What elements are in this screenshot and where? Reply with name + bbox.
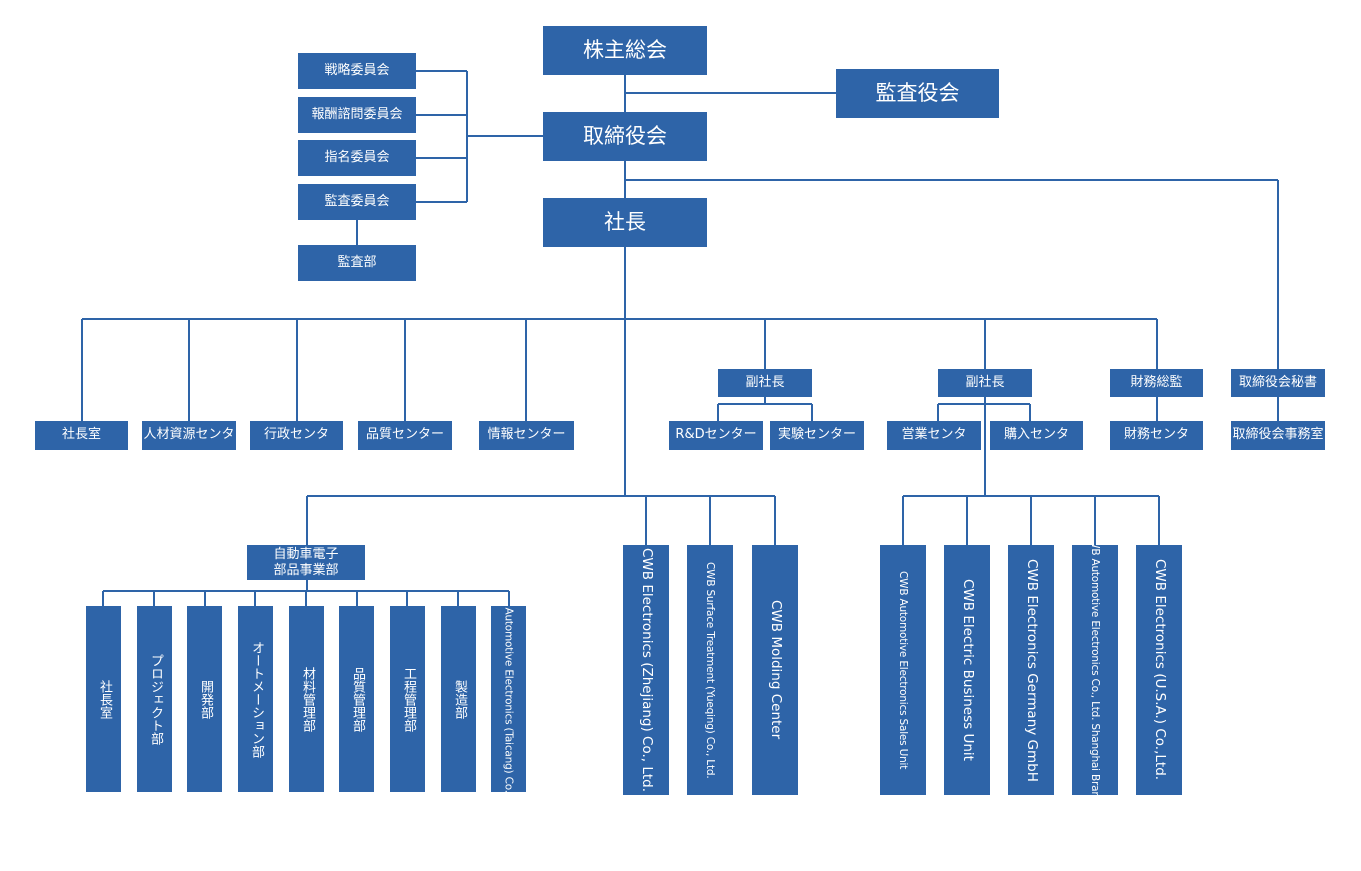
center-information-box: 情報センター xyxy=(479,421,574,450)
subsidiary-zhejiang: CWB Electronics (Zhejiang) Co., Ltd. xyxy=(623,545,669,795)
test-center-box: 実験センター xyxy=(770,421,864,450)
audit-board-box: 監査役会 xyxy=(836,69,999,118)
subsidiary-germany: CWB Electronics Germany GmbH xyxy=(1008,545,1054,795)
audit-department-box: 監査部 xyxy=(298,245,416,281)
subsidiary-shanghai-branch: CWB Automotive Electronics Co., Ltd. Sha… xyxy=(1072,545,1118,795)
committee-audit-box: 監査委員会 xyxy=(298,184,416,220)
vp-left-box: 副社長 xyxy=(718,369,812,397)
dept-quality-management: 品質管理部 xyxy=(339,606,374,792)
president-box: 社長 xyxy=(543,198,707,247)
dept-development: 開発部 xyxy=(187,606,222,792)
finance-center-box: 財務センタ xyxy=(1110,421,1203,450)
dept-project: プロジェクト部 xyxy=(137,606,172,792)
dept-taicang-subsidiary: CWB Automotive Electronics (Taicang) Co.… xyxy=(491,606,526,792)
dept-automation: オートメーション部 xyxy=(238,606,273,792)
center-hr-box: 人材資源センタ xyxy=(142,421,236,450)
dept-material-management: 材料管理部 xyxy=(289,606,324,792)
committee-nomination-box: 指名委員会 xyxy=(298,140,416,176)
center-president-office-box: 社長室 xyxy=(35,421,128,450)
center-quality-box: 品質センター xyxy=(358,421,452,450)
board-office-box: 取締役会事務室 xyxy=(1231,421,1325,450)
subsidiary-sales-unit: CWB Automotive Electronics Sales Unit xyxy=(880,545,926,795)
subsidiary-electric-business: CWB Electric Business Unit xyxy=(944,545,990,795)
dept-manufacturing: 製造部 xyxy=(441,606,476,792)
sales-center-box: 営業センタ xyxy=(887,421,981,450)
dept-president-office: 社長室 xyxy=(86,606,121,792)
subsidiary-usa: CWB Electronics (U.S.A.) Co.,Ltd. xyxy=(1136,545,1182,795)
committee-strategy-box: 戦略委員会 xyxy=(298,53,416,89)
committee-compensation-box: 報酬諮問委員会 xyxy=(298,97,416,133)
cfo-box: 財務総監 xyxy=(1110,369,1203,397)
center-administration-box: 行政センタ xyxy=(250,421,343,450)
purchasing-center-box: 購入センタ xyxy=(990,421,1083,450)
subsidiary-molding-center: CWB Molding Center xyxy=(752,545,798,795)
vp-right-box: 副社長 xyxy=(938,369,1032,397)
subsidiary-yueqing: CWB Surface Treatment (Yueqing) Co., Ltd… xyxy=(687,545,733,795)
board-of-directors-box: 取締役会 xyxy=(543,112,707,161)
shareholders-meeting-box: 株主総会 xyxy=(543,26,707,75)
rd-center-box: R&Dセンター xyxy=(669,421,763,450)
dept-process-management: 工程管理部 xyxy=(390,606,425,792)
board-secretary-box: 取締役会秘書 xyxy=(1231,369,1325,397)
auto-electronics-division-box: 自動車電子部品事業部 xyxy=(247,545,365,580)
